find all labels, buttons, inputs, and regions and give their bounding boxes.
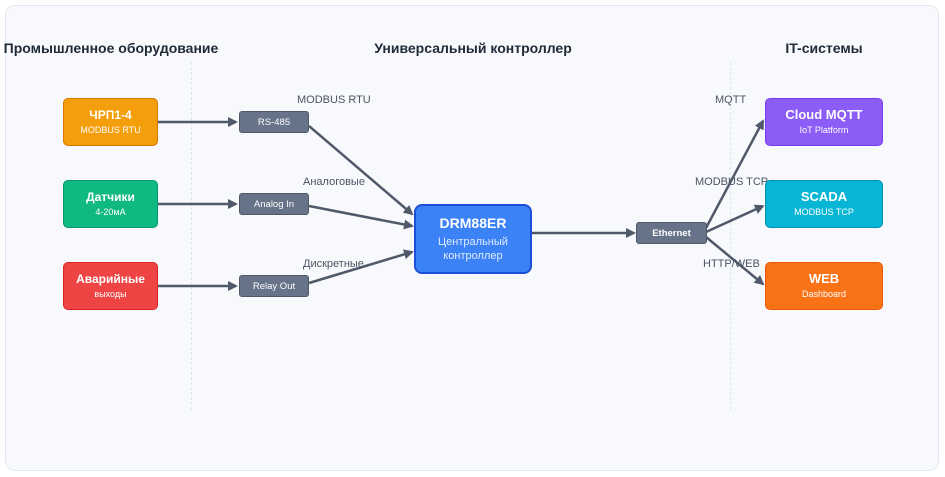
controller-title: DRM88ER bbox=[439, 215, 507, 231]
arrow-ethernet-to-scada bbox=[705, 204, 765, 234]
system-scada-title: SCADA bbox=[800, 189, 848, 204]
column-title-it: IT-системы bbox=[785, 40, 863, 56]
link-label-mqtt: MQTT bbox=[715, 94, 747, 106]
divider-right bbox=[730, 62, 731, 410]
column-title-industrial: Промышленное оборудование bbox=[3, 40, 219, 56]
system-web[interactable]: WEB Dashboard bbox=[765, 262, 883, 310]
arrow-relay-to-controller bbox=[308, 249, 414, 285]
device-alarm-title: Аварийные bbox=[76, 272, 145, 286]
controller-subtitle-2: контроллер bbox=[443, 250, 503, 262]
arrow-ethernet-to-web bbox=[705, 236, 765, 286]
interface-rs485[interactable]: RS-485 bbox=[239, 111, 309, 133]
arrow-analog-to-controller bbox=[308, 204, 414, 230]
system-mqtt-title: Cloud MQTT bbox=[785, 107, 863, 122]
column-title-controller: Универсальный контроллер bbox=[374, 40, 572, 56]
system-mqtt-subtitle: IoT Platform bbox=[799, 125, 849, 135]
device-sensors[interactable]: Датчики 4-20мА bbox=[63, 180, 158, 228]
device-sensors-title: Датчики bbox=[86, 190, 135, 204]
link-label-modbus-tcp: MODBUS TCP bbox=[695, 176, 769, 188]
link-label-modbus-rtu: MODBUS RTU bbox=[297, 94, 371, 106]
device-vfd-title: ЧРП1-4 bbox=[89, 108, 132, 122]
system-scada-subtitle: MODBUS TCP bbox=[794, 207, 854, 217]
system-scada[interactable]: SCADA MODBUS TCP bbox=[765, 180, 883, 228]
interface-ethernet[interactable]: Ethernet bbox=[636, 222, 707, 244]
controller-drm88er[interactable]: DRM88ER Центральный контроллер bbox=[414, 204, 532, 274]
system-cloud-mqtt[interactable]: Cloud MQTT IoT Platform bbox=[765, 98, 883, 146]
interface-relay-out[interactable]: Relay Out bbox=[239, 275, 309, 297]
link-label-analog: Аналоговые bbox=[303, 176, 365, 188]
system-web-subtitle: Dashboard bbox=[801, 289, 847, 299]
device-sensors-subtitle: 4-20мА bbox=[95, 207, 126, 217]
interface-analog-in[interactable]: Analog In bbox=[239, 193, 309, 215]
arrow-ethernet-to-mqtt bbox=[704, 119, 765, 229]
link-label-http-web: HTTP/WEB bbox=[703, 258, 760, 270]
device-vfd-subtitle: MODBUS RTU bbox=[80, 125, 141, 135]
device-alarm-subtitle: выходы bbox=[94, 289, 127, 299]
link-label-discrete: Дискретные bbox=[303, 258, 364, 270]
divider-left bbox=[191, 62, 192, 410]
device-vfd[interactable]: ЧРП1-4 MODBUS RTU bbox=[63, 98, 158, 146]
controller-subtitle-1: Центральный bbox=[438, 236, 508, 248]
system-web-title: WEB bbox=[808, 271, 840, 286]
arrow-rs485-to-controller bbox=[308, 125, 414, 216]
device-alarm-outputs[interactable]: Аварийные выходы bbox=[63, 262, 158, 310]
